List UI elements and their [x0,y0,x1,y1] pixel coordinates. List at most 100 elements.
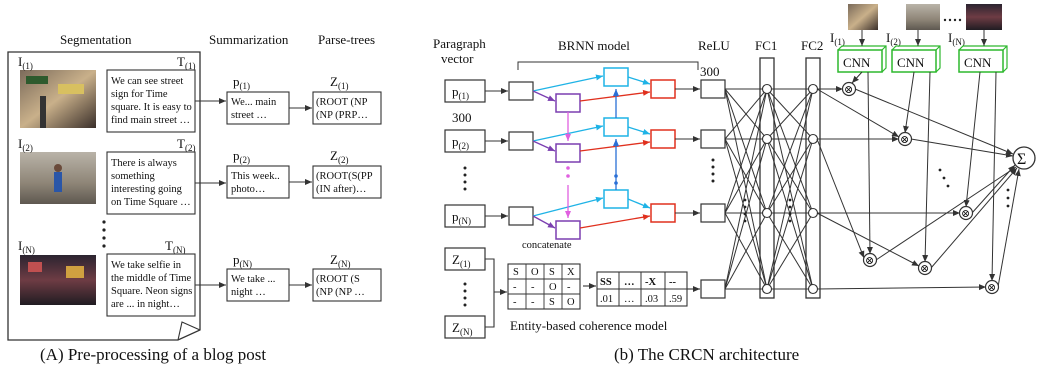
cnn-box-1: CNN [837,45,887,73]
product-ellipsis-5 [1006,204,1010,208]
grid-cell-1-2: O [549,282,557,293]
product-node-4 [917,260,933,276]
grid-cell-1-0: - [513,282,517,293]
image-1 [20,70,96,128]
summary-line-1-2: street … [231,110,267,121]
fc1-layer [759,57,775,299]
text-line-2-1: There is always [111,158,177,169]
header-segmentation: Segmentation [60,32,132,47]
image-2 [20,152,96,204]
img-label-N: I(N) [18,238,35,255]
grid-cell-2-0: - [513,297,517,308]
summary-line-2-2: photo… [231,184,265,195]
coh-h-2: -X [645,277,656,288]
summary-box-1 [226,91,290,125]
fc2-node-3 [807,283,819,295]
product-edge-17 [930,167,1018,269]
concatenate-label: concatenate [522,240,572,251]
svg-text:Σ: Σ [1017,151,1026,168]
cnn-input-image-N [966,4,1002,30]
product-node-5 [984,279,1000,295]
coh-h-0: SS [600,277,612,288]
text-label-1: T(1) [177,54,195,71]
brnn-row-2 [532,117,726,163]
fc1-label: FC1 [755,38,777,53]
product-symbol-2: ⊗ [961,208,970,220]
product-edge-7 [851,71,863,84]
coh-v-0: .01 [600,294,613,305]
brnn-label: BRNN model [558,38,630,53]
relu-label: ReLU [698,38,730,53]
cnn-i-label-N: I(N) [948,30,965,47]
summary-box-N [226,268,290,302]
caption-panel-a: (A) Pre-processing of a blog post [40,345,266,364]
cnn-box-2: CNN [891,45,941,73]
input-z-1-label: Z(1) [452,252,470,269]
product-ellipsis-0 [938,168,942,172]
ellipsis-dots-a [102,220,106,248]
summary-line-2-1: This week.. [231,171,280,182]
summary-line-1-1: We... main [231,97,277,108]
product-edge-16 [875,166,1017,261]
text-line-N-2: the middle of Time [111,273,192,284]
fc1-node-2 [761,207,773,219]
parse-line-1-1: (ROOT (NP [316,97,368,108]
grid-cell-0-3: X [567,267,575,278]
sum-node: Σ [1012,146,1036,170]
product-edge-5 [816,212,920,267]
parse-line-N-1: (ROOT (S [316,274,360,285]
relu-ellipsis [711,158,715,183]
dim-300-input: 300 [452,110,472,125]
fc1-node-3 [761,283,773,295]
grid-cell-0-1: O [531,267,539,278]
svg-text:CNN: CNN [843,55,871,70]
product-edge-11 [922,71,931,263]
paragraph-vector-label-2: vector [441,51,474,66]
product-edge-4 [816,138,865,259]
input-p-1-label: p(1) [452,84,469,101]
parse-line-1-2: (NP (PRP… [316,110,368,121]
paragraph-vector-label-1: Paragraph [433,36,486,51]
parse-line-2-1: (ROOT(S(PP [316,171,373,182]
coh-h-3: -- [669,277,676,288]
panel-b: Paragraph vector BRNN model ReLU FC1 FC2… [433,4,1036,364]
coherence-relu-box [700,279,726,299]
fc2-layer [805,57,821,299]
grid-cell-2-1: - [531,297,535,308]
img-label-1: I(1) [18,54,33,71]
cnn-box-N: CNN [958,45,1008,73]
product-edge-1 [816,88,900,138]
fc2-node-1 [807,133,819,145]
grid-cell-0-0: S [513,267,519,278]
product-symbol-1: ⊗ [900,134,909,146]
product-edge-13 [854,88,1014,155]
summary-box-2 [226,165,290,199]
cnn-image-ellipsis [943,18,962,22]
product-edge-8 [903,71,915,134]
svg-text:CNN: CNN [897,55,925,70]
text-line-N-1: We take selfie in [111,260,182,271]
product-node-0 [841,81,857,97]
summary-line-N-2: night … [231,287,266,298]
z-merge-arrow [485,258,507,328]
coherence-label: Entity-based coherence model [510,318,668,333]
product-symbol-4: ⊗ [920,263,929,275]
product-ellipsis-3 [1006,188,1010,192]
p-label-2: p(2) [233,148,250,165]
embed-box-N [508,206,534,226]
parse-line-N-2: (NP (NP … [316,287,365,298]
brnn-row-1 [532,67,726,113]
z-label-2: Z(2) [330,148,348,165]
cnn-i-label-2: I(2) [886,30,901,47]
input-p-2-label: p(2) [452,134,469,151]
page-curl [177,321,201,341]
input-z-N-label: Z(N) [452,320,472,337]
coherence-table: SS … -X -- .01 … .03 .59 [596,271,688,307]
coh-v-2: .03 [645,294,658,305]
text-line-2-4: on Time Square … [111,197,191,208]
text-label-2: T(2) [177,136,195,153]
product-edge-12 [989,71,997,282]
text-line-N-4: are ... in night… [111,299,180,310]
coh-h-1: … [624,277,635,288]
